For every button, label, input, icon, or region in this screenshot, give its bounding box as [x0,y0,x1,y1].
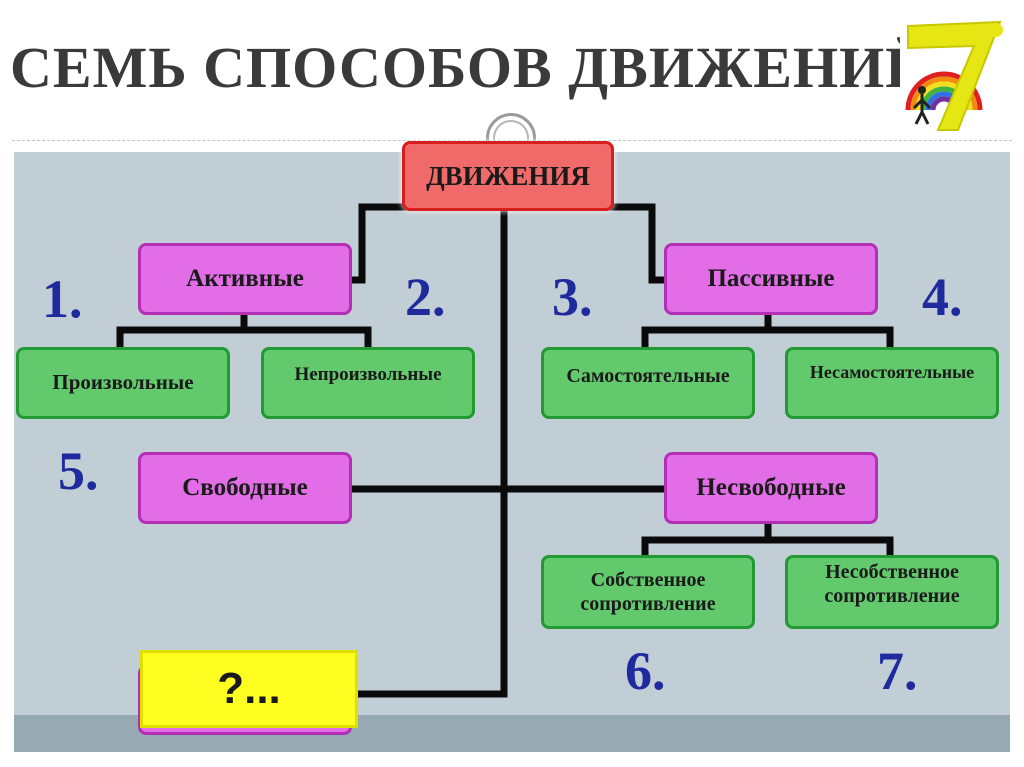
involuntary-box: Непроизвольные [261,347,475,419]
unknown-box: ?... [140,650,358,728]
page-title: СЕМЬ СПОСОБОВ ДВИЖЕНИЙ [10,35,932,100]
free-label: Свободные [182,474,308,501]
dependent-label: Несамостоятельные [809,362,975,382]
number-5: 5. [58,441,99,501]
dependent-box: Несамостоятельные [785,347,999,419]
unfree-label: Несвободные [696,474,846,501]
voluntary-label: Произвольные [52,370,194,395]
voluntary-box: Произвольные [16,347,230,419]
unfree-box: Несвободные [664,452,878,524]
number-4: 4. [922,267,963,327]
own-resistance-box: Собственное сопротивление [541,555,755,629]
number-1: 1. [42,269,83,329]
free-box: Свободные [138,452,352,524]
number-2: 2. [405,267,446,327]
passive-label: Пассивные [707,265,835,292]
unknown-label: ?... [217,663,281,713]
external-resistance-box: Несобственное сопротивление [785,555,999,629]
rainbow-seven-icon [900,18,1008,134]
number-6: 6. [625,641,666,701]
involuntary-label: Непроизвольные [294,364,442,385]
active-box: Активные [138,243,352,315]
passive-box: Пассивные [664,243,878,315]
root-box: ДВИЖЕНИЯ [402,141,614,211]
number-7: 7. [877,641,918,701]
independent-label: Самостоятельные [566,365,730,387]
number-3: 3. [552,267,593,327]
external-resistance-label: Несобственное сопротивление [824,561,960,607]
root-label: ДВИЖЕНИЯ [426,160,590,191]
active-label: Активные [186,265,304,292]
own-resistance-label: Собственное сопротивление [580,569,716,615]
independent-box: Самостоятельные [541,347,755,419]
